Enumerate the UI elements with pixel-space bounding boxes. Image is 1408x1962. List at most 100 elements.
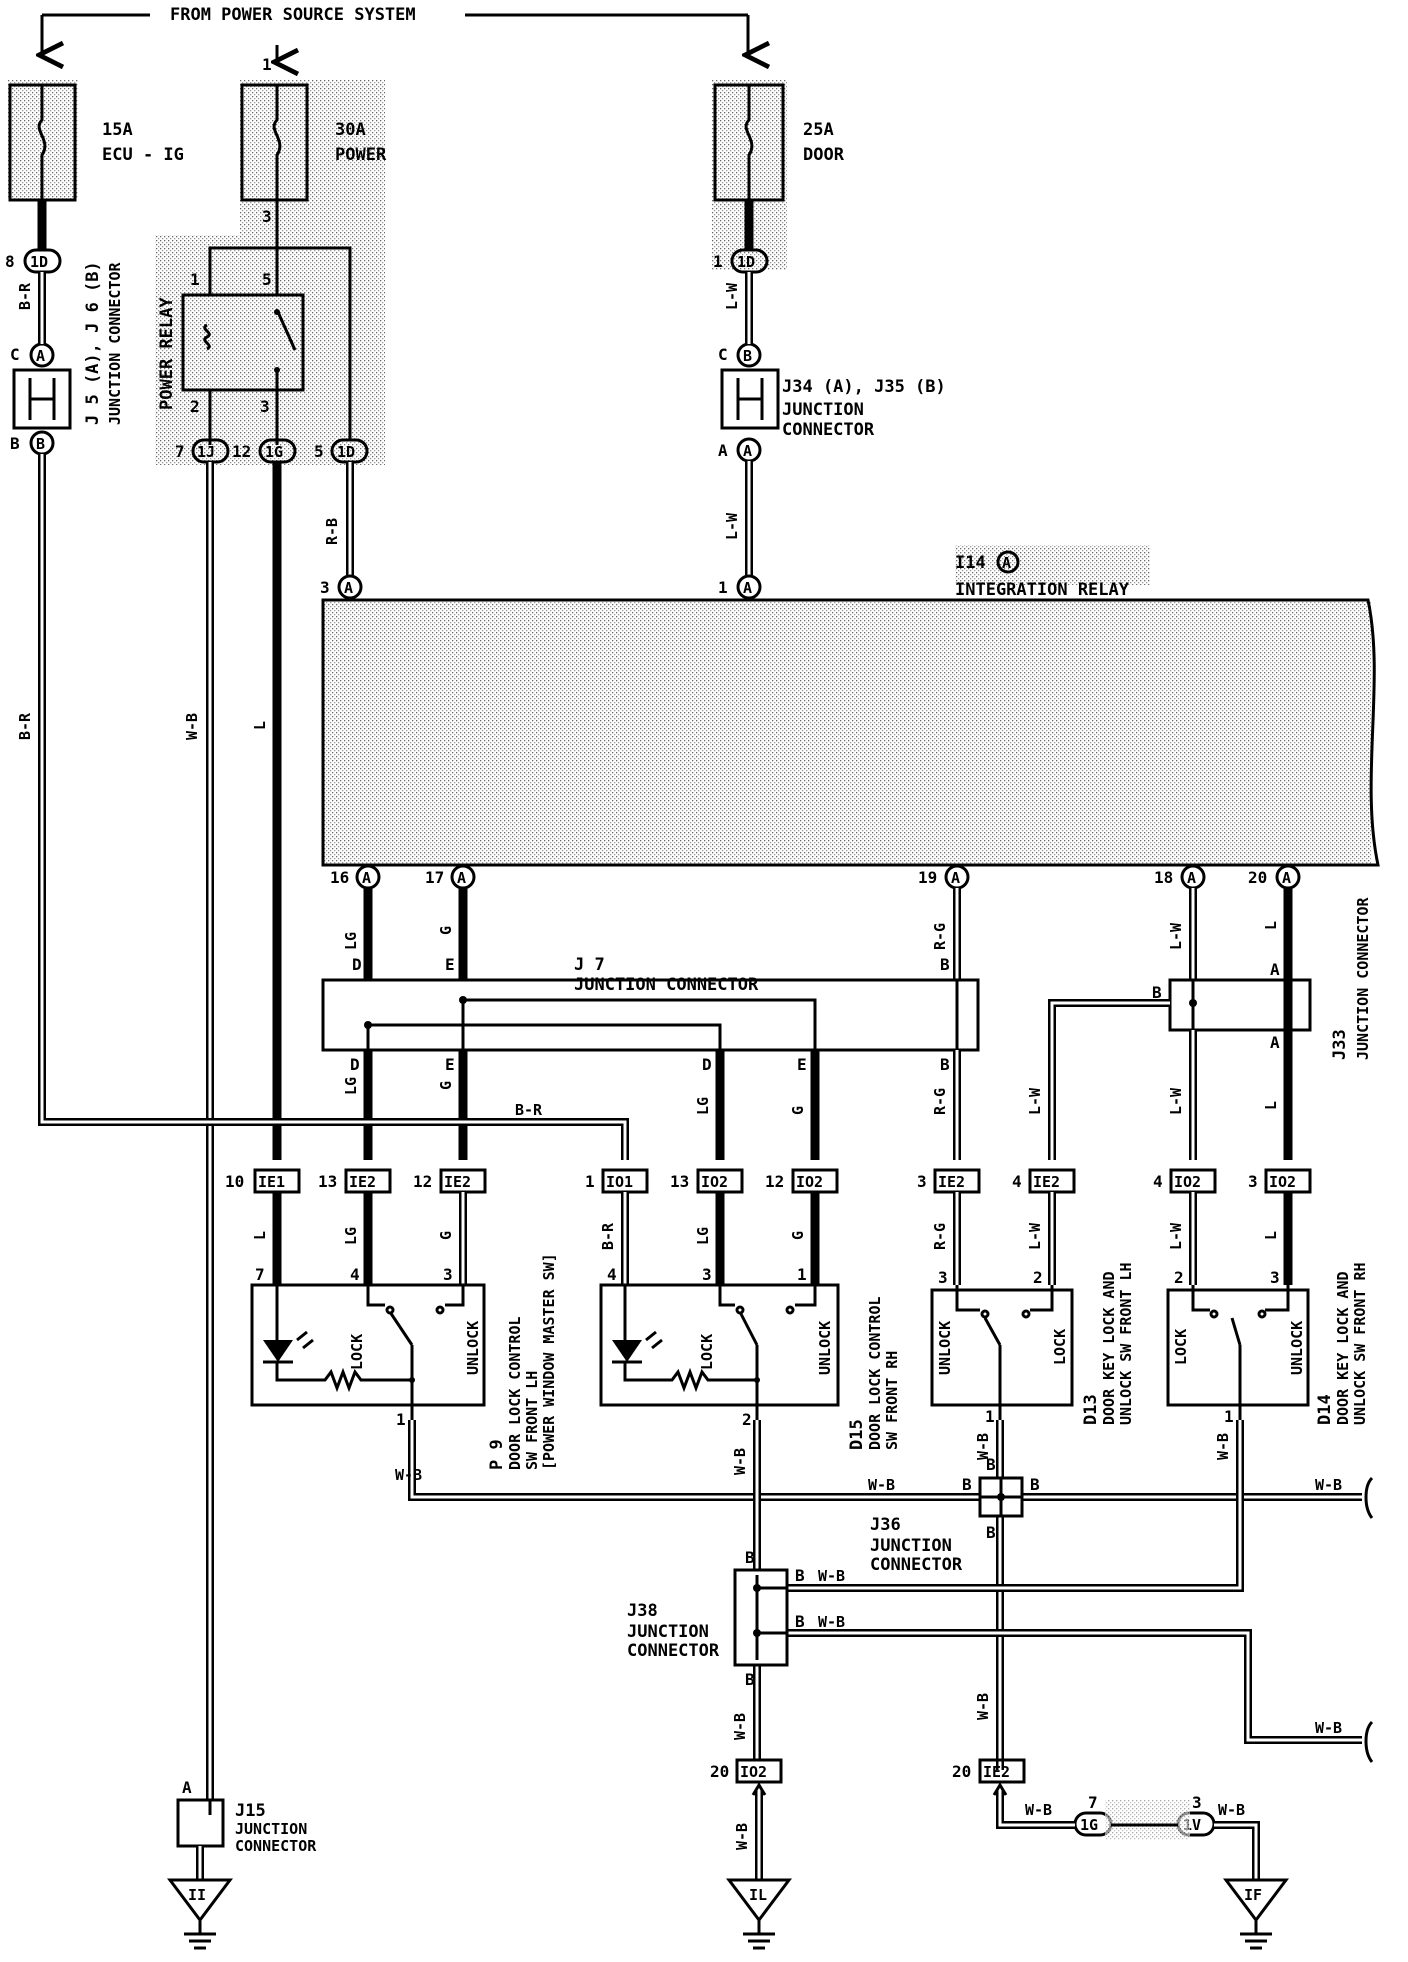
integration-relay: I14 A INTEGRATION RELAY A 3 A 1 A 16 A 1… [320,550,1380,890]
power-source-label: FROM POWER SOURCE SYSTEM [170,5,416,25]
junction-j7: J 7 JUNCTION CONNECTOR D E B D E D E B L… [321,888,980,1074]
wire-rg-2: R-G [931,1088,949,1115]
tc-1g-pin: 12 [232,442,251,461]
j5-pin-b: B [10,434,20,453]
bc2-pin: 7 [1088,1793,1098,1812]
junction-j34-j35: B A C A J34 (A), J35 (B) JUNCTION CONNEC… [718,342,946,463]
d15-pin3: 3 [702,1265,712,1284]
p9-pin1: 1 [396,1410,406,1429]
junction-j15: A J15 JUNCTION CONNECTOR [176,1778,317,1880]
ground-ii-label: II [188,1886,206,1904]
j36-desc1: JUNCTION [870,1536,952,1556]
ir-pin-19: 19 [918,868,937,887]
j5-pin-c: C [10,345,20,364]
d15-pin4: 4 [607,1265,617,1284]
relay-pin-2-label: 3 [262,207,272,226]
wire-l-3: L [1262,1101,1280,1110]
ground-if: IF [1223,1878,1289,1950]
wire-rg-1: R-G [931,923,949,950]
p9-unlock: UNLOCK [464,1321,482,1375]
wire-wb-5: W-B [974,1433,992,1460]
wire-wb-13: W-B [733,1823,751,1850]
d14-unlock: UNLOCK [1288,1321,1306,1375]
d15-pin2: 2 [742,1410,752,1429]
wire-br-1: B-R [16,282,34,310]
mc6-pin: 3 [917,1172,927,1191]
ir-pin1-tag: A [743,579,752,597]
bc3-pin: 3 [1192,1793,1202,1812]
wire-g-2: G [437,1081,455,1090]
p9-pin3: 3 [443,1265,453,1284]
j36-label: J36 [870,1515,901,1535]
j34-j35-label: J34 (A), J35 (B) [782,377,946,397]
tc-1j-tag: 1J [197,443,215,461]
p9-pin7: 7 [255,1265,265,1284]
wire-wb-9: W-B [818,1567,845,1585]
j33-label: J33 [1330,1029,1350,1060]
j36-pin-b2: B [1030,1475,1040,1494]
d14-l2: UNLOCK SW FRONT RH [1351,1262,1369,1425]
bc2-tag: 1G [1080,1816,1098,1834]
wire-wb-6: W-B [1214,1433,1232,1460]
power-source-header: FROM POWER SOURCE SYSTEM 1 [42,5,748,74]
j7-top-e: E [445,955,455,974]
ground-if-label: IF [1244,1886,1262,1904]
tc-ecu-pin: 8 [5,252,15,271]
j38-label: J38 [627,1601,658,1621]
wire-g-5: G [789,1231,807,1240]
j7-label: J 7 [574,955,605,975]
j34-tag-b: B [743,347,752,365]
j7-top-b: B [940,955,950,974]
relay-pin-5: 5 [262,270,272,289]
relay-pin-2: 2 [190,397,200,416]
tc-door-tag: 1D [737,253,755,271]
d15-pin1: 1 [797,1265,807,1284]
j7-bot-d2: D [702,1055,712,1074]
wire-wb-7: W-B [1315,1476,1342,1494]
j34-tag-a: A [743,442,752,460]
wire-lw-6: L-W [1026,1222,1044,1250]
p9-l1: DOOR LOCK CONTROL [506,1316,524,1470]
d13-l2: UNLOCK SW FRONT LH [1117,1262,1135,1425]
j38-pin-top: B [745,1548,755,1567]
j33-pin-b: B [1152,983,1162,1002]
mc4-tag: IO2 [701,1173,728,1191]
ir-pin-18: 18 [1154,868,1173,887]
wire-lg-3: LG [694,1097,712,1115]
bc1-tag: IE2 [983,1763,1010,1781]
wire-wb-12: W-B [731,1713,749,1740]
power-relay: 3 1 5 2 3 POWER RELAY [157,200,352,445]
d15-l2: SW FRONT RH [883,1351,901,1450]
wire-br-4: B-R [599,1222,617,1250]
j34-pin-c: C [718,345,728,364]
j36-pin-b1: B [962,1475,972,1494]
wire-g-4: G [437,1231,455,1240]
bc0-tag: IO2 [740,1763,767,1781]
bc-shade [1105,1800,1190,1840]
d15-id: D15 [847,1419,867,1450]
switch-d13: UNLOCK LOCK 3 2 1 D13 DOOR KEY LOCK AND … [930,1262,1135,1426]
bc1-pin: 20 [952,1762,971,1781]
j34-pin-a: A [718,441,728,460]
ir-b19-tag: A [951,869,960,887]
d14-pin3: 3 [1270,1268,1280,1287]
mc9-tag: IO2 [1269,1173,1296,1191]
wire-wb-8: W-B [974,1693,992,1720]
junction-j38: B B B B J38 JUNCTION CONNECTOR [627,1548,805,1689]
j7-bot-e2: E [797,1055,807,1074]
wire-lg-5: LG [694,1227,712,1245]
mc3-tag: IO1 [606,1173,633,1191]
fuse-power-name: POWER [335,145,387,165]
tc-door-pin: 1 [713,252,723,271]
j5-j6-desc: JUNCTION CONNECTOR [106,261,124,425]
wire-wb-11: W-B [1315,1719,1342,1737]
ir-b17-tag: A [457,869,466,887]
mc1-pin: 13 [318,1172,337,1191]
wire-wb-1: W-B [183,713,201,740]
fuse-power-amp: 30A [335,120,366,140]
